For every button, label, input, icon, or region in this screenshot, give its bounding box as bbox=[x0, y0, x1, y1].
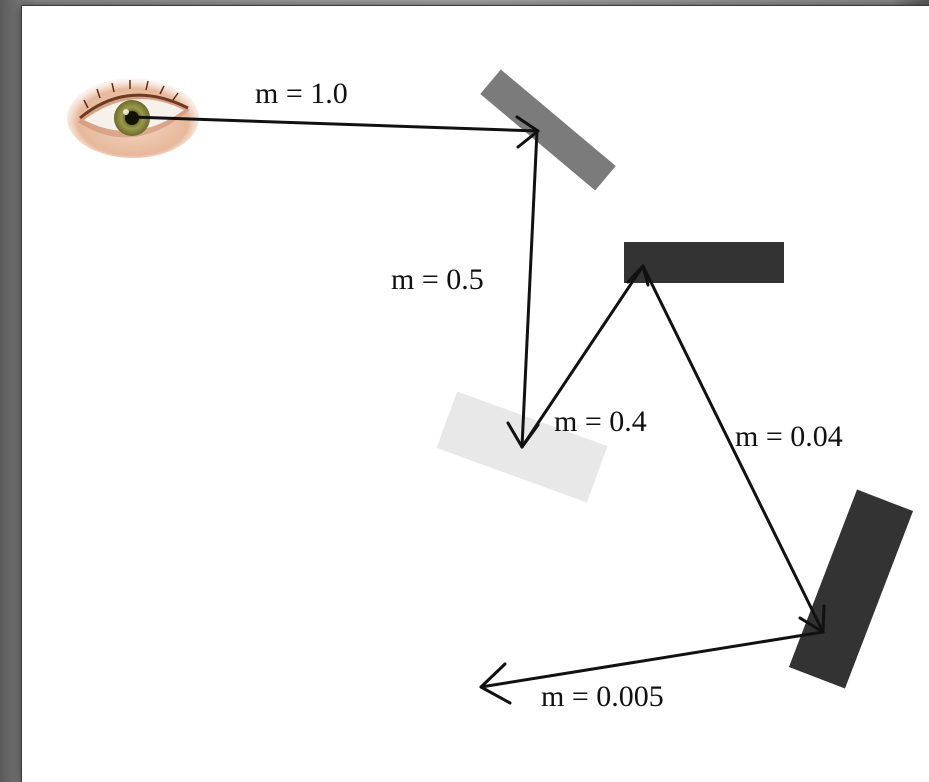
label-m4: m = 0.04 bbox=[735, 420, 843, 453]
ray-5 bbox=[479, 630, 825, 689]
ray-2 bbox=[520, 129, 539, 449]
label-m1: m = 1.0 bbox=[255, 77, 348, 110]
label-m5: m = 0.005 bbox=[541, 680, 664, 713]
mirror-2 bbox=[624, 242, 784, 283]
mirror-1 bbox=[480, 69, 616, 191]
label-m2: m = 0.5 bbox=[391, 263, 484, 296]
mirror-4 bbox=[788, 489, 914, 689]
ray-3 bbox=[520, 264, 645, 449]
ray-5-arrowhead bbox=[479, 662, 512, 705]
ray-4 bbox=[641, 264, 825, 634]
label-m3: m = 0.4 bbox=[554, 405, 647, 438]
ray-1 bbox=[130, 115, 540, 133]
